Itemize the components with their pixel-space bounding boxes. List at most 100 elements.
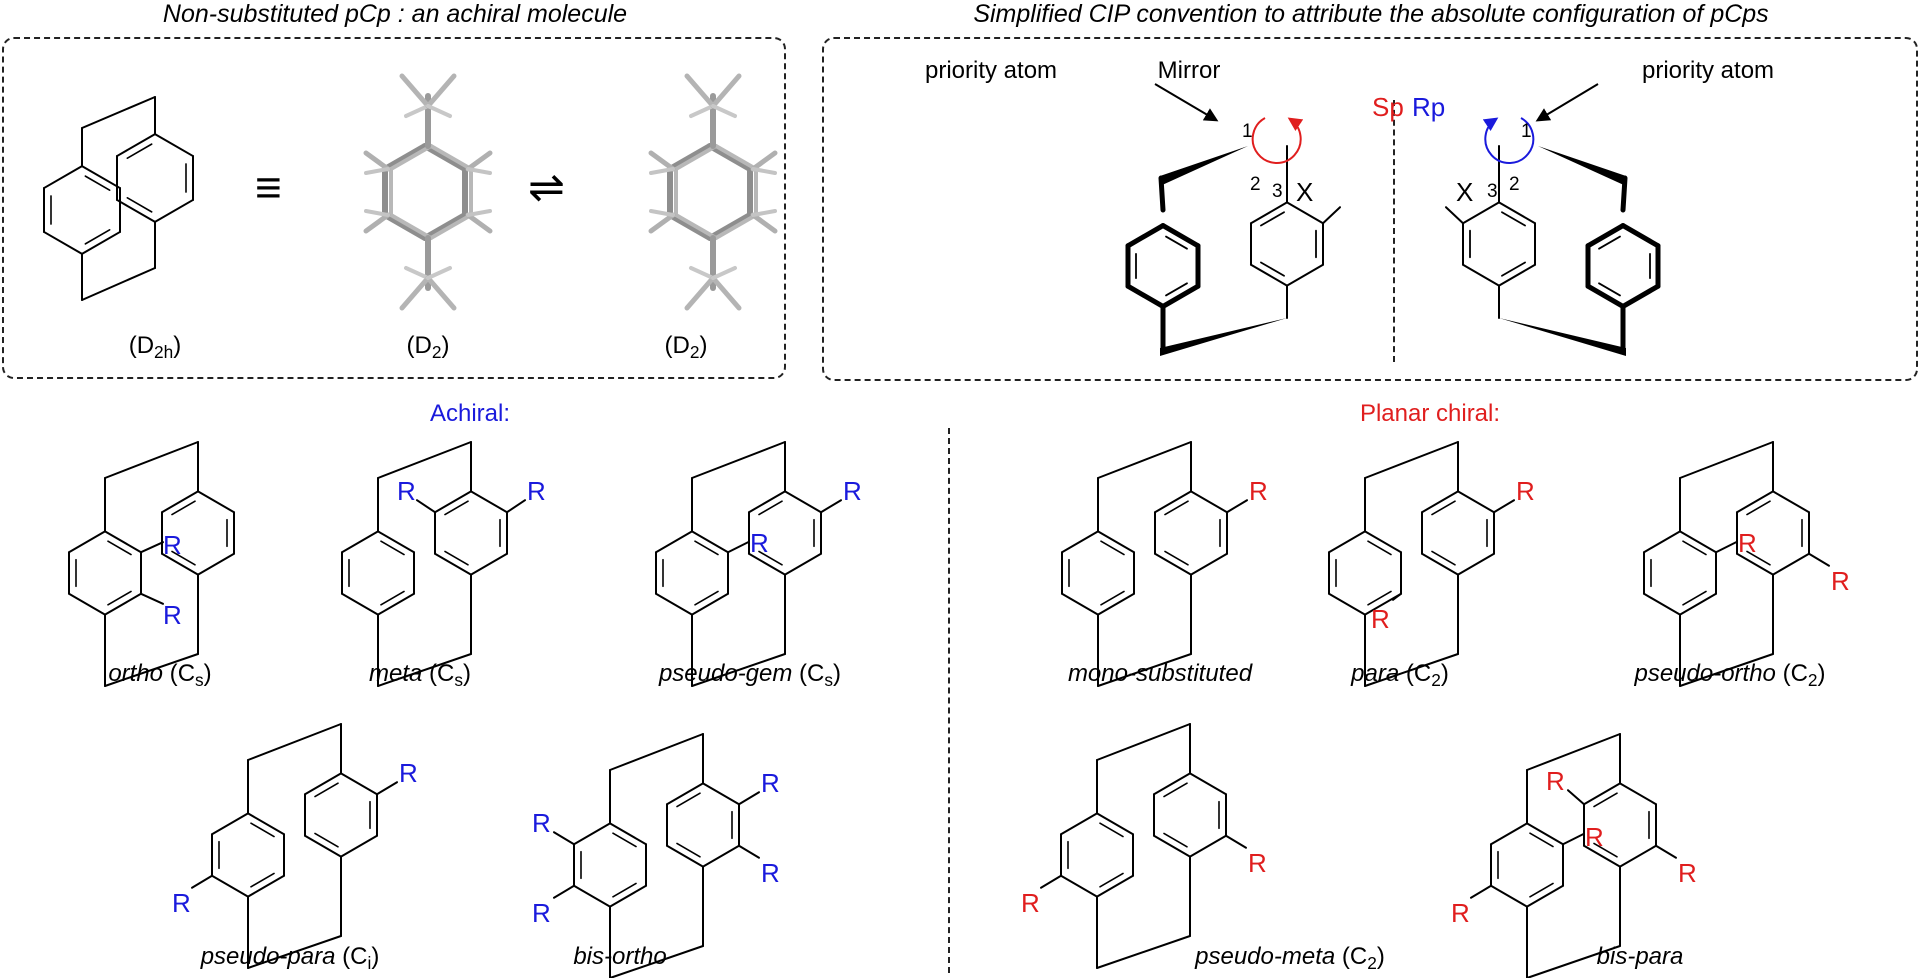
ring-bond (1619, 782, 1657, 806)
ring-bond (784, 552, 822, 576)
ring-bond (434, 552, 472, 576)
h-bond (684, 275, 716, 311)
ring-bond (434, 490, 472, 514)
ring-bond (1061, 592, 1099, 616)
ring-bond (1457, 490, 1495, 514)
h-bond (399, 275, 431, 311)
substituent-r: R (163, 530, 182, 560)
ring-bond (68, 530, 106, 554)
h-bond (399, 73, 431, 109)
substituent-bond (1493, 499, 1515, 514)
model-bond (422, 212, 468, 241)
double-bond (1431, 500, 1456, 516)
left-benzene-ring (211, 812, 285, 898)
substituent-r: R (527, 476, 546, 506)
c-h-bond (363, 150, 391, 172)
ring-bond (1462, 201, 1500, 225)
ring-bond (211, 874, 249, 898)
double-bond (694, 540, 719, 556)
section-divider (948, 428, 950, 973)
priority-arrow-right (1535, 83, 1599, 122)
substituent-x-left: X (1296, 177, 1314, 207)
ring-bond (154, 198, 194, 223)
priority-atom-right-label: priority atom (1642, 57, 1775, 84)
h-bond (404, 104, 430, 118)
model-bond (382, 143, 428, 172)
c-h-bond (751, 209, 777, 217)
ring-bond (1498, 263, 1536, 287)
c-h-bond (648, 212, 676, 234)
double-bond (694, 590, 719, 606)
left-benzene-ring (341, 530, 415, 616)
bold-ring-bond (1125, 223, 1166, 249)
bold-bond (1620, 175, 1628, 213)
double-bond (171, 500, 196, 516)
double-bond (612, 832, 637, 848)
h-bond (711, 104, 737, 118)
ring-bond (784, 490, 822, 514)
double-bond (1598, 282, 1621, 297)
ring-bond (1250, 201, 1288, 225)
bond (377, 441, 472, 479)
ring-bond (304, 772, 342, 796)
descriptor-rp: Rp (1412, 92, 1446, 122)
top-left-title: Non-substituted pCp : an achiral molecul… (162, 0, 628, 28)
double-bond (1100, 590, 1125, 606)
model-bond (674, 213, 718, 240)
left-benzene-ring (1490, 822, 1564, 908)
ring-bond (1457, 552, 1495, 576)
rp-enantiomer (1445, 117, 1661, 356)
ring-bond (470, 552, 508, 576)
ring-bond (81, 230, 121, 255)
label-pseudo-para: pseudo-para (Ci) (200, 943, 380, 973)
c-h-bond (364, 209, 390, 217)
bond (247, 935, 342, 969)
atom-number-3-left: 3 (1272, 181, 1283, 202)
double-bond (676, 792, 701, 808)
ring-bond (1619, 844, 1657, 868)
model-bond (707, 212, 753, 241)
double-bond (1746, 500, 1771, 516)
double-bond (107, 590, 132, 606)
pcp-3d-model-left (363, 73, 778, 311)
bond (104, 441, 199, 479)
double-bond (1164, 500, 1189, 516)
double-bond (84, 175, 111, 191)
double-bond (1431, 550, 1456, 566)
double-bond (1746, 550, 1771, 566)
substituent-r: R (1831, 566, 1850, 596)
double-bond (758, 550, 783, 566)
substituent-bond (506, 499, 526, 514)
wedge-bond (1538, 146, 1626, 186)
h-bond (689, 104, 715, 118)
bond (81, 267, 156, 301)
right-benzene-ring (748, 490, 822, 576)
bond (1096, 723, 1191, 761)
left-benzene-ring (1060, 812, 1134, 898)
bond (1526, 733, 1621, 771)
bold-ring-bond (1620, 223, 1661, 249)
ring-bond (1583, 782, 1621, 806)
substituent-r: R (397, 476, 416, 506)
double-bond (1598, 235, 1621, 250)
ring-bond (43, 230, 83, 255)
ring-bond (161, 552, 199, 576)
bold-ring-bond (1585, 223, 1626, 249)
label-bis-ortho: bis-ortho (573, 943, 667, 970)
double-bond (1367, 590, 1392, 606)
ring-bond (1096, 812, 1134, 836)
model-bond (667, 143, 713, 172)
ring-bond (573, 884, 611, 908)
substituent-bond (727, 541, 749, 554)
double-bond (314, 782, 339, 798)
double-bond (1501, 261, 1526, 277)
substituent-r: R (163, 600, 182, 630)
double-bond (1099, 822, 1124, 838)
ring-bond (154, 133, 194, 158)
h-bond (689, 266, 715, 280)
c-h-bond (649, 209, 675, 217)
ring-bond (247, 812, 285, 836)
structure-para: RR (1328, 441, 1535, 687)
